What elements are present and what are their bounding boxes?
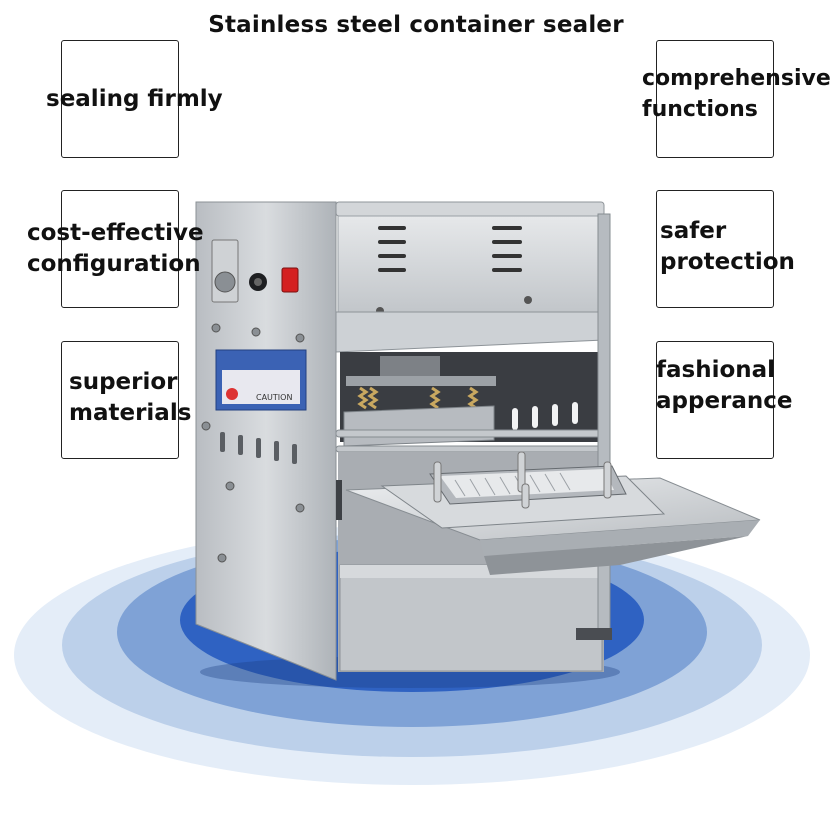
feature-fashional-line2: apperance [656, 388, 793, 414]
feature-comprehensive-functions: comprehensive functions [642, 63, 831, 125]
feature-box-materials [61, 341, 179, 459]
page-title: Stainless steel container sealer [208, 12, 624, 38]
feature-box-sealing [61, 40, 179, 158]
feature-box-comprehensive [656, 40, 774, 158]
feature-sealing-firmly: sealing firmly [46, 86, 223, 112]
feature-superior-materials: superior materials [69, 367, 191, 429]
feature-superior-materials-line2: materials [69, 400, 192, 426]
feature-safer-protection: safer protection [660, 216, 795, 278]
feature-safer-line1: safer [660, 218, 727, 244]
feature-cost-effective: cost-effective configuration [27, 218, 204, 280]
feature-box-cost [61, 190, 179, 308]
feature-safer-line2: protection [660, 249, 795, 275]
feature-cost-effective-line2: configuration [27, 251, 201, 277]
feature-cost-effective-line1: cost-effective [27, 220, 204, 246]
feature-box-fashional [656, 341, 774, 459]
feature-comprehensive-line2: functions [642, 97, 758, 122]
feature-fashional-line1: fashional [656, 357, 776, 383]
label-caution-text: CAUTION [256, 393, 292, 402]
feature-comprehensive-line1: comprehensive [642, 66, 831, 91]
feature-fashional-apperance: fashional apperance [656, 355, 793, 417]
feature-box-safer [656, 190, 774, 308]
feature-superior-materials-line1: superior [69, 369, 178, 395]
